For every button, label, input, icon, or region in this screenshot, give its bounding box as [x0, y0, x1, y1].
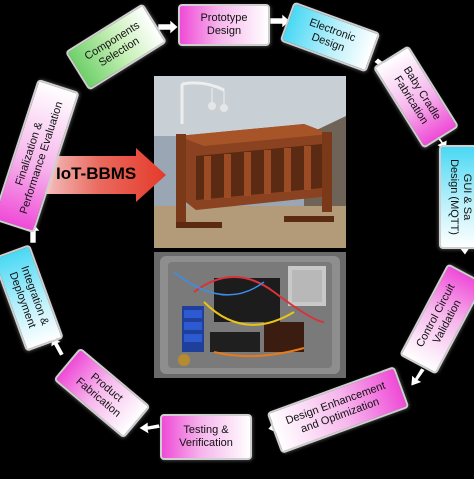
- step-label: Electronic Design: [307, 16, 358, 55]
- step-label: GUI & Sa Design (MQTT): [448, 159, 473, 235]
- control-box-photo: [154, 252, 346, 378]
- baby-cradle-photo: [154, 76, 346, 248]
- step-label: Prototype Design: [200, 12, 248, 37]
- step-label: Testing & Verification: [179, 424, 233, 449]
- step-prototype-design: Prototype Design: [178, 4, 270, 46]
- iot-bbms-label: IoT-BBMS: [56, 164, 137, 183]
- step-testing-verification: Testing & Verification: [160, 414, 252, 460]
- step-gui-design-mqtt: GUI & Sa Design (MQTT): [439, 145, 474, 249]
- iot-bbms-arrow: [42, 148, 168, 202]
